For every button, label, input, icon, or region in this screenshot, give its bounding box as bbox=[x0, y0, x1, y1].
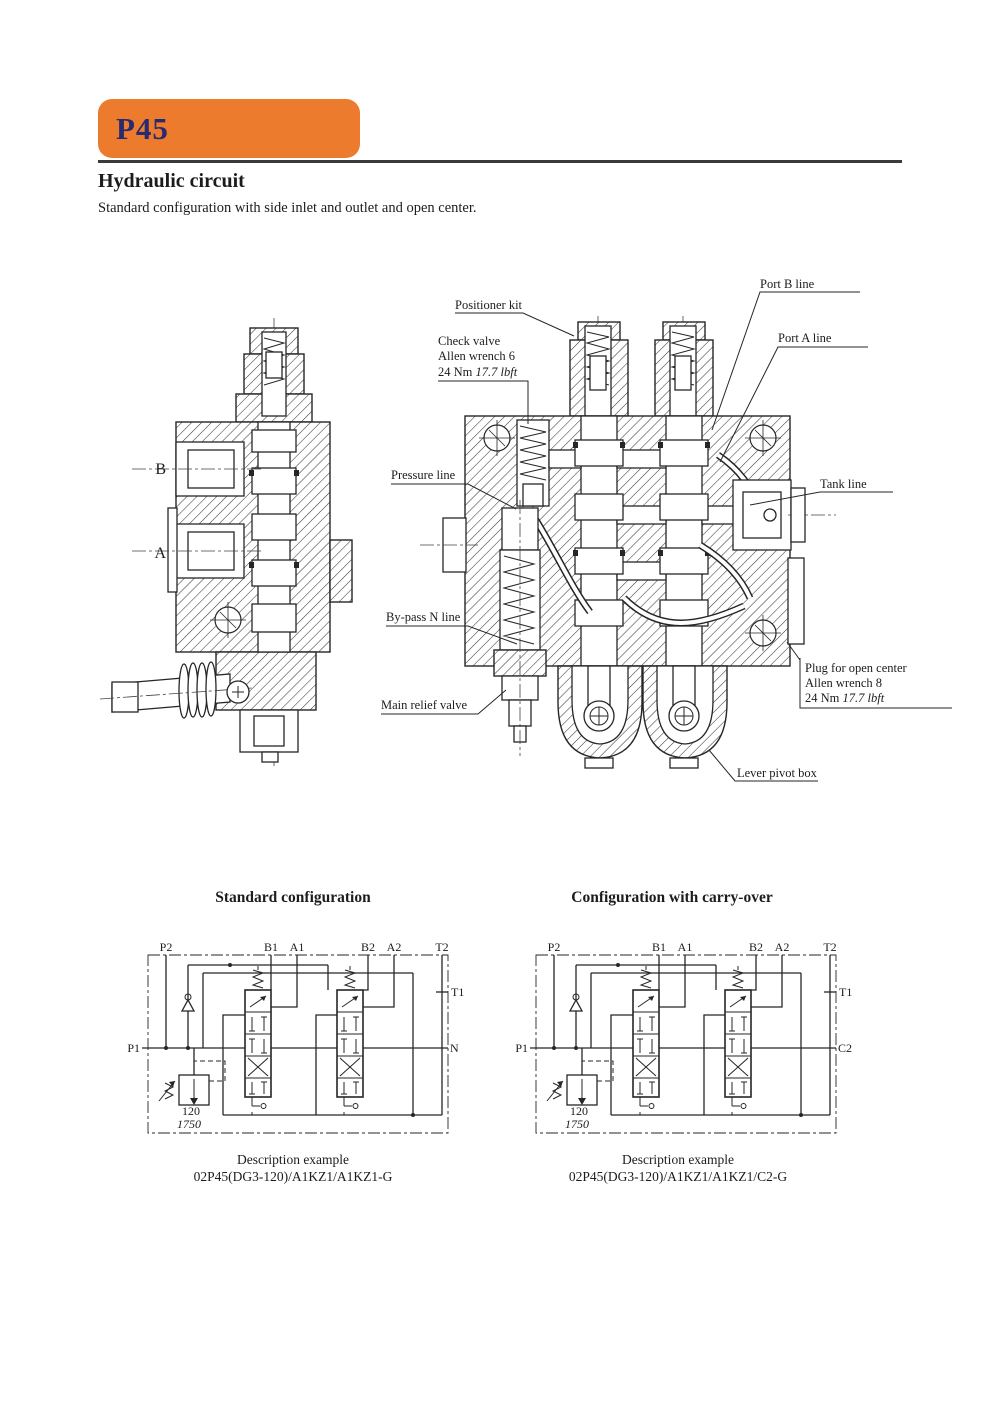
schematic1-label-a1: A1 bbox=[290, 940, 305, 954]
header-rule bbox=[98, 160, 902, 163]
callout-main-relief-valve: Main relief valve bbox=[381, 698, 468, 712]
schematic2-relief-psi: 1750 bbox=[565, 1117, 589, 1131]
schematic2-label-p2: P2 bbox=[548, 940, 561, 954]
schematic2-label-a2: A2 bbox=[775, 940, 790, 954]
callout-lever-pivot-box: Lever pivot box bbox=[737, 766, 818, 780]
description2-title: Description example bbox=[621, 1152, 735, 1167]
schematic-standard: P2 B1 A1 B2 A2 T2 T1 P1 N 120 1750 bbox=[127, 940, 464, 1134]
schematic2-label-t2: T2 bbox=[823, 940, 836, 954]
schematic1-label-t2: T2 bbox=[435, 940, 448, 954]
description-block-2: Description example 02P45(DG3-120)/A1KZ1… bbox=[498, 1151, 858, 1185]
schematic1-label-p1: P1 bbox=[127, 1041, 140, 1055]
port-b-letter: B bbox=[155, 461, 166, 478]
callout-plug-line1: Plug for open center bbox=[805, 661, 908, 675]
description2-code: 02P45(DG3-120)/A1KZ1/A1KZ1/C2-G bbox=[568, 1169, 788, 1184]
description-block-1: Description example 02P45(DG3-120)/A1KZ1… bbox=[113, 1151, 473, 1185]
schematic1-relief-bar: 120 bbox=[182, 1104, 200, 1118]
schematic2-label-a1: A1 bbox=[678, 940, 693, 954]
callout-port-a-line: Port A line bbox=[778, 331, 832, 345]
schematic2-label-p1: P1 bbox=[515, 1041, 528, 1055]
schematic1-label-outlet: N bbox=[450, 1041, 459, 1055]
schematic2-label-outlet: C2 bbox=[838, 1041, 852, 1055]
series-badge-label: P45 bbox=[116, 111, 169, 146]
page-title: Hydraulic circuit bbox=[98, 170, 245, 192]
schematic2-label-t1: T1 bbox=[839, 985, 852, 999]
schematic1-label-b1: B1 bbox=[264, 940, 278, 954]
schematic1-relief-psi: 1750 bbox=[177, 1117, 201, 1131]
callout-plug-line3: 24 Nm 17.7 lbft bbox=[805, 691, 885, 705]
callout-check-valve-line1: Check valve bbox=[438, 334, 501, 348]
schematic1-label-t1: T1 bbox=[451, 985, 464, 999]
callout-tank-line: Tank line bbox=[820, 477, 867, 491]
page-subtitle: Standard configuration with side inlet a… bbox=[98, 200, 477, 216]
callout-port-b-line: Port B line bbox=[760, 277, 815, 291]
schematic2-label-b2: B2 bbox=[749, 940, 763, 954]
callout-check-valve-line3: 24 Nm 17.7 lbft bbox=[438, 365, 518, 379]
schematic1-title: Standard configuration bbox=[215, 889, 371, 906]
callout-check-valve-line2: Allen wrench 6 bbox=[438, 349, 515, 363]
callout-positioner-kit: Positioner kit bbox=[455, 298, 523, 312]
callout-plug-line2: Allen wrench 8 bbox=[805, 676, 882, 690]
schematic1-label-p2: P2 bbox=[160, 940, 173, 954]
schematic1-label-b2: B2 bbox=[361, 940, 375, 954]
callout-labels: Positioner kit Check valve Allen wrench … bbox=[381, 277, 908, 780]
schematic2-relief-bar: 120 bbox=[570, 1104, 588, 1118]
schematic2-label-b1: B1 bbox=[652, 940, 666, 954]
schematic2-title: Configuration with carry-over bbox=[571, 889, 773, 906]
callout-pressure-line: Pressure line bbox=[391, 468, 456, 482]
callout-leaders bbox=[381, 291, 952, 782]
description1-title: Description example bbox=[236, 1152, 350, 1167]
callout-bypass-n-line: By-pass N line bbox=[386, 610, 461, 624]
schematic-carry-over: P2 B1 A1 B2 A2 T2 T1 P1 C2 120 1750 bbox=[515, 940, 852, 1134]
schematic1-label-a2: A2 bbox=[387, 940, 402, 954]
side-section-drawing: B A bbox=[99, 318, 353, 766]
description1-code: 02P45(DG3-120)/A1KZ1/A1KZ1-G bbox=[193, 1169, 393, 1184]
front-section-drawing bbox=[420, 316, 836, 770]
series-badge: P45 bbox=[98, 99, 360, 158]
port-a-letter: A bbox=[154, 545, 166, 562]
